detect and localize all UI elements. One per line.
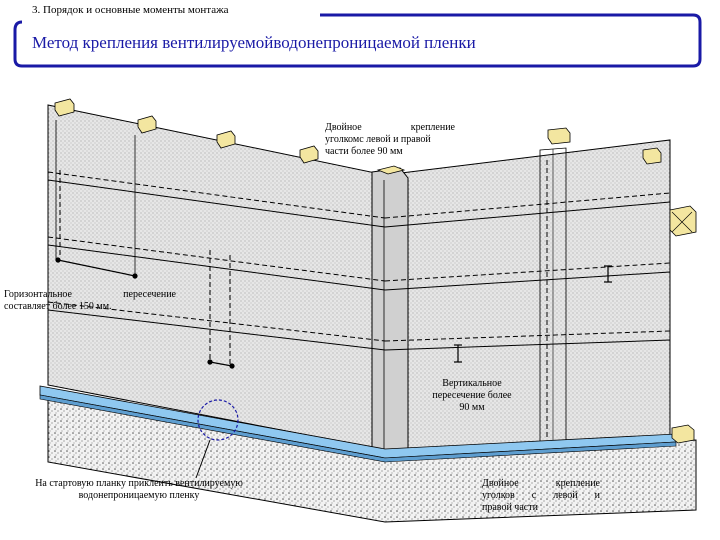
callout-double-top: Двойное крепление уголкомс левой и право… — [325, 122, 455, 157]
callout-circle — [197, 399, 239, 441]
corner-post — [371, 167, 409, 457]
callout-starter-strip: На стартовую планку приклеить вентилируе… — [35, 478, 243, 501]
title-frame — [13, 13, 702, 68]
callout-vertical-overlap: Вертикальное пересечение более 90 мм — [432, 378, 512, 413]
callout-double-bottom: Двойное крепление уголков с левой и прав… — [482, 478, 600, 513]
callout-horizontal-overlap: Горизонтальное пересечение составляет бо… — [4, 289, 176, 312]
section-label: 3. Порядок и основные моменты монтажа — [32, 4, 229, 16]
page-title: Метод крепления вентилируемойводонепрони… — [32, 33, 476, 52]
